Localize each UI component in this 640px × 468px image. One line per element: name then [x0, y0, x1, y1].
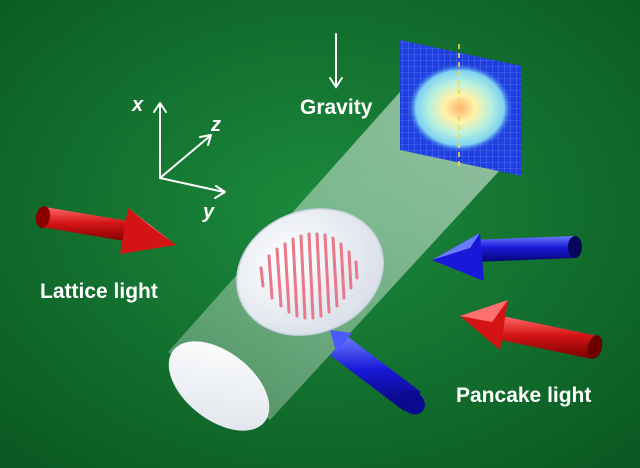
gravity-arrow-icon — [329, 33, 343, 89]
pancake-light-label: Pancake light — [456, 384, 592, 407]
blue-arrow-icon — [432, 233, 582, 281]
gravity-label: Gravity — [300, 96, 373, 119]
red-arrow-icon — [35, 206, 176, 254]
axis-y-label: y — [203, 201, 215, 223]
lattice-fringes — [259, 232, 359, 320]
atom-cloud-disc — [236, 208, 384, 336]
lattice-light-label: Lattice light — [40, 280, 158, 303]
axis-z-label: z — [211, 114, 221, 136]
coordinate-axes-icon — [153, 102, 226, 199]
red-arrow-icon — [460, 300, 603, 359]
axis-x-label: x — [132, 94, 144, 116]
cloud-image — [408, 64, 512, 152]
blue-arrow-icon — [330, 330, 425, 415]
detector-screen — [400, 40, 522, 176]
